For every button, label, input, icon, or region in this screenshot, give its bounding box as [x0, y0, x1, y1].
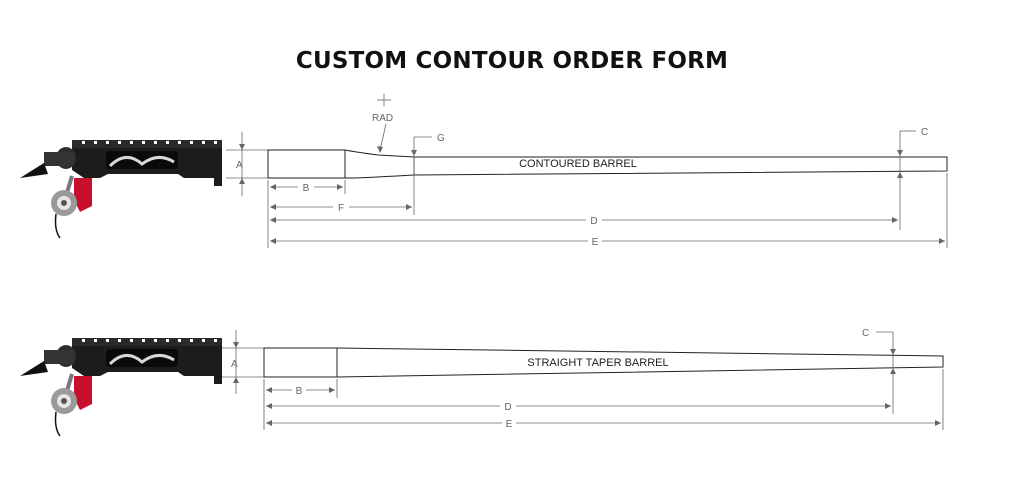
- svg-text:C: C: [921, 127, 928, 138]
- dimension-d: D: [266, 402, 891, 413]
- rad-marker: RAD: [372, 94, 393, 153]
- contoured-barrel-label: CONTOURED BARREL: [519, 158, 637, 170]
- dimension-a: A: [222, 330, 264, 394]
- dimension-e: E: [266, 419, 941, 430]
- straight-barrel-label: STRAIGHT TAPER BARREL: [527, 357, 668, 369]
- svg-text:A: A: [236, 160, 243, 171]
- dimension-b: B: [270, 183, 343, 194]
- dimension-c: C: [862, 328, 896, 414]
- svg-text:D: D: [504, 402, 511, 413]
- svg-text:G: G: [437, 133, 445, 144]
- svg-text:A: A: [231, 359, 238, 370]
- rifle-action-icon: [18, 138, 224, 240]
- svg-text:B: B: [296, 386, 303, 397]
- svg-text:RAD: RAD: [372, 113, 393, 124]
- svg-text:B: B: [303, 183, 310, 194]
- svg-text:C: C: [862, 328, 869, 339]
- dimension-d: D: [270, 216, 898, 227]
- dimension-a: A: [226, 132, 268, 196]
- svg-text:E: E: [592, 237, 599, 248]
- svg-text:D: D: [590, 216, 597, 227]
- dimension-c: C: [897, 127, 928, 230]
- svg-text:E: E: [506, 419, 513, 430]
- rifle-action-icon: [18, 336, 224, 438]
- dimension-e: E: [270, 237, 945, 248]
- svg-text:F: F: [338, 203, 344, 214]
- page-title: CUSTOM CONTOUR ORDER FORM: [295, 48, 729, 74]
- dimension-b: B: [266, 386, 335, 397]
- dimension-g: G: [411, 133, 445, 215]
- contoured-barrel: [267, 149, 948, 179]
- dimension-f: F: [270, 203, 412, 214]
